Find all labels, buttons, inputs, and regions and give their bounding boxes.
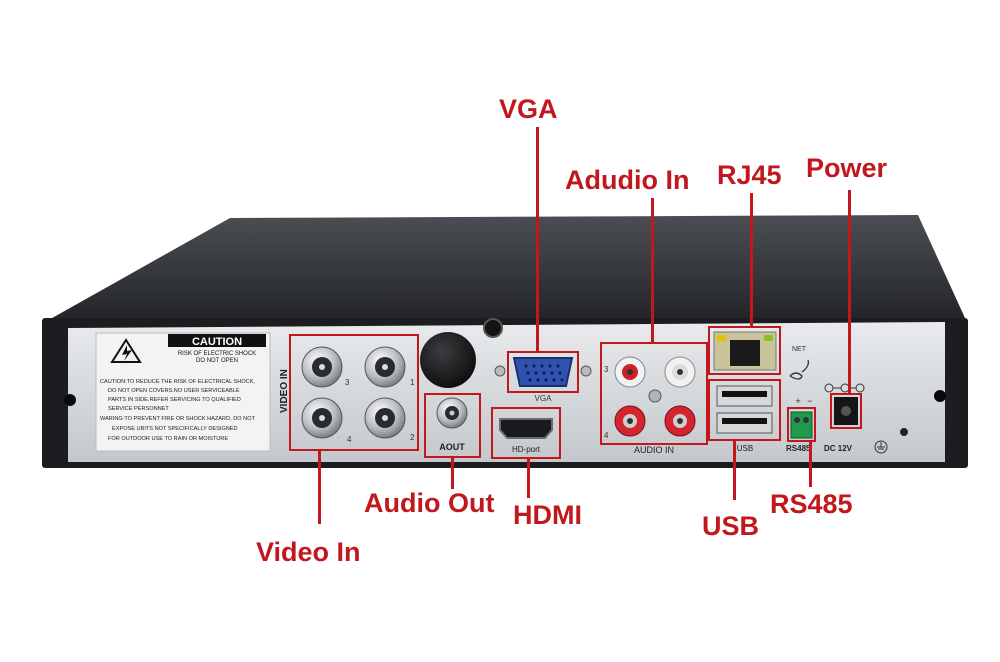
lightning-bolt-icon [122, 345, 132, 361]
callout-usb: USB [702, 511, 760, 541]
rj45-led [717, 335, 726, 341]
hdmi-highlight-box [491, 407, 561, 459]
caution-text-block: CAUTION:TO REDUCE THE RISK OF ELECTRICAL… [100, 379, 256, 442]
video-in-panel-label: VIDEO IN [279, 369, 290, 413]
hd-port-panel-label: HD-port [512, 445, 541, 454]
rj45-highlight-box [708, 326, 781, 375]
channel-number: 4 [347, 435, 352, 444]
leader-line-vga [536, 127, 539, 352]
leader-line-video-in [318, 450, 321, 524]
callout-power: Power [806, 153, 888, 183]
callout-rj45: RJ45 [717, 160, 782, 190]
rj45-led [764, 335, 773, 341]
bnc-connector[interactable] [301, 346, 343, 388]
caution-line: DO NOT OPEN COVERS.NO USER SERVICEABLE [108, 388, 240, 394]
bnc-connector[interactable] [301, 397, 343, 439]
hdmi-port[interactable] [499, 418, 553, 439]
terminal-screw [803, 417, 809, 423]
caution-subtitle-1: RISK OF ELECTRIC SHOCK [178, 351, 256, 357]
rca-audio-in-connector-red[interactable] [664, 405, 696, 437]
ground-icon [874, 440, 888, 454]
leader-line-usb [733, 440, 736, 500]
rs485-highlight-box [787, 407, 816, 442]
aout-panel-label: AOUT [439, 442, 465, 452]
video-in-highlight-box [289, 334, 419, 451]
rca-audio-in-connector-white[interactable] [614, 356, 646, 388]
vga-pins [524, 364, 564, 382]
dc12v-panel-label: DC 12V [824, 444, 853, 453]
channel-number: 1 [410, 378, 415, 387]
audio-in-highlight-box [600, 342, 708, 445]
rca-audio-out-connector[interactable] [436, 397, 468, 429]
rca-audio-in-connector-white[interactable] [664, 356, 696, 388]
bnc-connector[interactable] [364, 346, 406, 388]
callout-vga: VGA [499, 94, 558, 124]
rs485-terminal-block[interactable] [790, 411, 813, 439]
panel-screw-top [483, 318, 503, 338]
caution-subtitle-2: DO NOT OPEN [196, 358, 238, 364]
caution-title: CAUTION [192, 336, 242, 348]
callout-video-in: Video In [256, 537, 361, 567]
frame-screw-left [64, 394, 76, 406]
bnc-connector[interactable] [364, 397, 406, 439]
caution-line: PARTS IN SIDE.REFER SERVICING TO QUALIFI… [108, 397, 241, 403]
callout-audio-in: Adudio In [565, 165, 690, 195]
vga-screw [580, 365, 592, 377]
leader-line-rj45 [750, 193, 753, 328]
chassis-top-cover [45, 215, 965, 322]
caution-line: WARING:TO PREVENT FIRE OR SHOCK HAZARD, … [100, 416, 256, 422]
frame-screw-right [934, 390, 946, 402]
channel-number: 2 [410, 433, 415, 442]
usb-port-tongue [722, 391, 767, 397]
vga-screw [494, 365, 506, 377]
leader-line-audio-in [651, 198, 654, 344]
leader-line-hdmi [527, 458, 530, 498]
rs485-minus: − [807, 396, 812, 406]
rs485-panel-label: RS485 [786, 444, 811, 453]
usb-highlight-box [708, 379, 781, 441]
caution-line: EXPOSE UBITS NOT SPECIFICALLY DESIGNED [112, 426, 238, 432]
leader-line-rs485 [809, 441, 812, 487]
leader-line-audio-out [451, 457, 454, 489]
rca-audio-in-connector-red[interactable] [614, 405, 646, 437]
leader-line-power [848, 190, 851, 395]
caution-line: FOR OUTDOOR USE TO RAIN OR MOISTURE [108, 436, 228, 442]
vga-panel-label: VGA [535, 394, 553, 403]
rubber-cap [420, 332, 476, 388]
terminal-screw [794, 417, 800, 423]
audio-in-channel-number: 4 [604, 431, 609, 440]
power-highlight-box [830, 393, 862, 429]
net-panel-label: NET [792, 346, 807, 353]
rj45-socket [730, 340, 760, 366]
caution-line: CAUTION:TO REDUCE THE RISK OF ELECTRICAL… [100, 379, 255, 385]
caution-line: SERVICE PERSONNET [108, 406, 169, 412]
audio-in-screw [648, 389, 662, 403]
dc-power-jack-pin [841, 406, 851, 416]
callout-rs485: RS485 [770, 489, 853, 519]
audio-in-channel-number: 3 [604, 365, 609, 374]
usb-port-tongue [722, 418, 767, 424]
mouse-icon [789, 359, 810, 380]
ground-screw-hole [900, 428, 908, 436]
usb-panel-label: USB [737, 444, 753, 453]
channel-number: 3 [345, 378, 350, 387]
callout-hdmi: HDMI [513, 500, 582, 530]
caution-title-box [168, 334, 266, 347]
audio-in-panel-label: AUDIO IN [634, 445, 674, 455]
rs485-plus: + [795, 396, 800, 406]
callout-audio-out: Audio Out [364, 488, 495, 518]
vga-highlight-box [507, 351, 579, 393]
